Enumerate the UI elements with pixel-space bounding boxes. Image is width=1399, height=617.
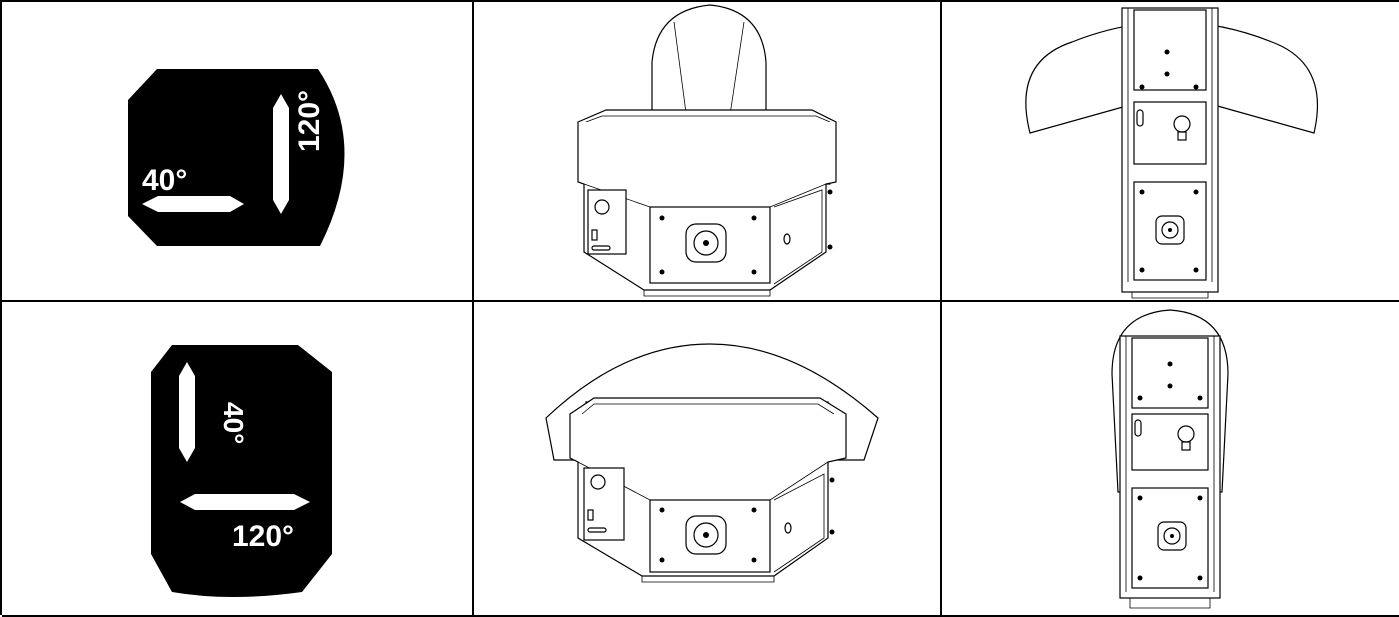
dispersion-shape [1111,309,1229,493]
dispersion-shape [545,343,879,461]
horizontal-arrow-icon [180,494,310,510]
vertical-arrow-icon [273,94,289,214]
horizontal-arrow-icon [142,196,244,212]
front-view-cell-row1 [474,2,942,302]
badge-cell-row1: 40° 120° [2,2,474,302]
speaker-front-view-narrow [577,4,837,297]
front-view-cell-row2 [474,302,942,617]
dispersion-badge-40h-120v: 40° 120° [128,69,345,246]
vertical-arrow-icon [179,362,195,462]
dispersion-badge-40v-120h: 40° 120° [151,345,332,597]
speaker-side-view-wide [1025,7,1318,299]
side-view-cell-row1 [942,2,1399,302]
badge-cell-row2: 40° 120° [2,302,474,617]
horizontal-angle-label: 120° [232,520,294,553]
speaker-front-view-wide [545,343,879,583]
horizontal-angle-label: 40° [142,164,187,197]
side-view-cell-row2 [942,302,1399,617]
dispersion-shape [651,4,767,128]
vertical-angle-label: 40° [218,402,249,444]
speaker-side-view-narrow [1111,309,1229,609]
vertical-angle-label: 120° [293,90,326,152]
